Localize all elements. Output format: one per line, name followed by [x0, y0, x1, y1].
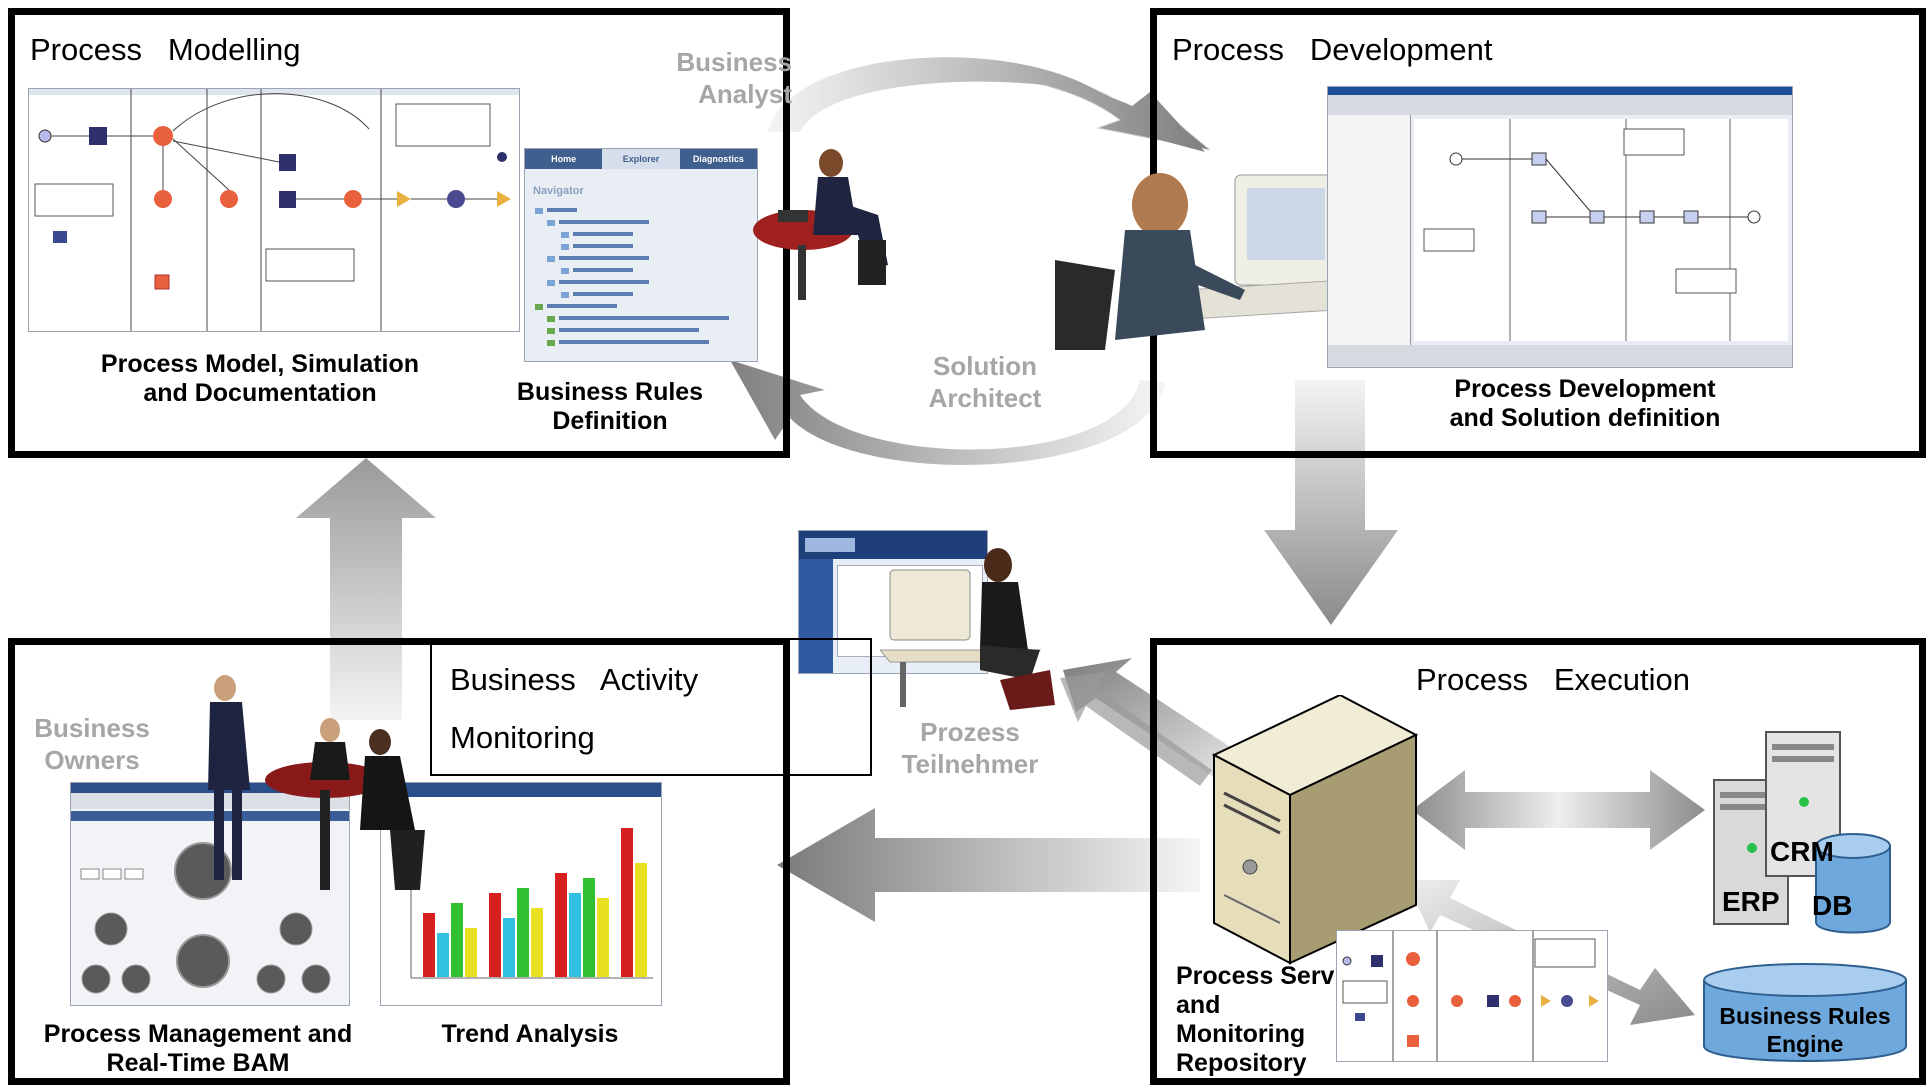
caption-trend-analysis: Trend Analysis	[441, 1020, 619, 1048]
tab-diagnostics[interactable]: Diagnostics	[692, 154, 744, 164]
developer-figure	[1055, 173, 1345, 350]
participant-figure	[880, 548, 1055, 710]
caption-process-development: Process Development and Solution definit…	[1449, 375, 1721, 432]
crm-label: CRM	[1770, 836, 1834, 867]
db-label: DB	[1812, 890, 1853, 921]
bam-title-line1: Business Activity	[450, 662, 699, 697]
bam-dashboard-screenshot	[70, 782, 350, 1006]
bam-gauges	[71, 811, 349, 994]
dev-process-diagram	[1414, 119, 1788, 341]
development-title: Process Development	[1172, 32, 1493, 67]
panel-business-activity-monitoring	[8, 638, 790, 1085]
process-model-screenshot	[28, 88, 520, 332]
arrow-server-to-systems	[1412, 770, 1705, 850]
role-business-owners: Business Owners	[34, 713, 150, 775]
panel-process-execution	[1150, 638, 1926, 1085]
arrow-left-to-bam	[777, 808, 1200, 922]
execution-title: Process Execution	[1416, 662, 1690, 697]
dev-tool-screenshot	[1327, 86, 1793, 368]
rules-tree	[535, 208, 729, 346]
db-cylinder	[1815, 833, 1891, 934]
trend-bars	[381, 783, 661, 979]
arc-arrow-bottom	[730, 360, 1165, 465]
process-model-diagram	[29, 89, 519, 331]
tab-home[interactable]: Home	[551, 154, 577, 164]
business-rules-engine-cylinder	[1703, 963, 1907, 1062]
business-analyst-figure	[753, 149, 888, 300]
rules-tab-bar: Home Explorer Diagnostics	[525, 149, 757, 169]
caption-business-rules: Business Rules Definition	[516, 378, 704, 435]
business-owners-figure	[208, 675, 425, 890]
arrow-up-to-modelling	[296, 458, 436, 720]
caption-process-model: Process Model, Simulation and Documentat…	[100, 350, 420, 407]
role-prozess-teilnehmer: Prozess Teilnehmer	[901, 717, 1039, 779]
role-business-analyst: Business Analyst	[676, 47, 792, 109]
bam-title-line2: Monitoring	[450, 720, 595, 755]
business-rules-screenshot: Home Explorer Diagnostics Navigator	[524, 148, 758, 362]
arrow-down-to-execution	[1264, 380, 1398, 625]
repository-diagram	[1342, 931, 1599, 1061]
tab-explorer[interactable]: Explorer	[602, 149, 680, 169]
process-server-icon	[1211, 695, 1419, 965]
caption-bam: Process Management and Real-Time BAM	[43, 1020, 353, 1077]
bam-title-box	[430, 638, 872, 776]
trend-analysis-screenshot	[380, 782, 662, 1006]
monitoring-repository-screenshot	[1336, 930, 1608, 1062]
erp-label: ERP	[1722, 886, 1780, 917]
rules-engine-label: Business Rules Engine	[1719, 1003, 1891, 1057]
modelling-title: Process Modelling	[30, 32, 301, 67]
navigator-label: Navigator	[533, 185, 584, 197]
caption-process-server: Process Serv and Monitoring Repository	[1176, 962, 1335, 1077]
role-solution-architect: Solution Architect	[928, 351, 1042, 413]
